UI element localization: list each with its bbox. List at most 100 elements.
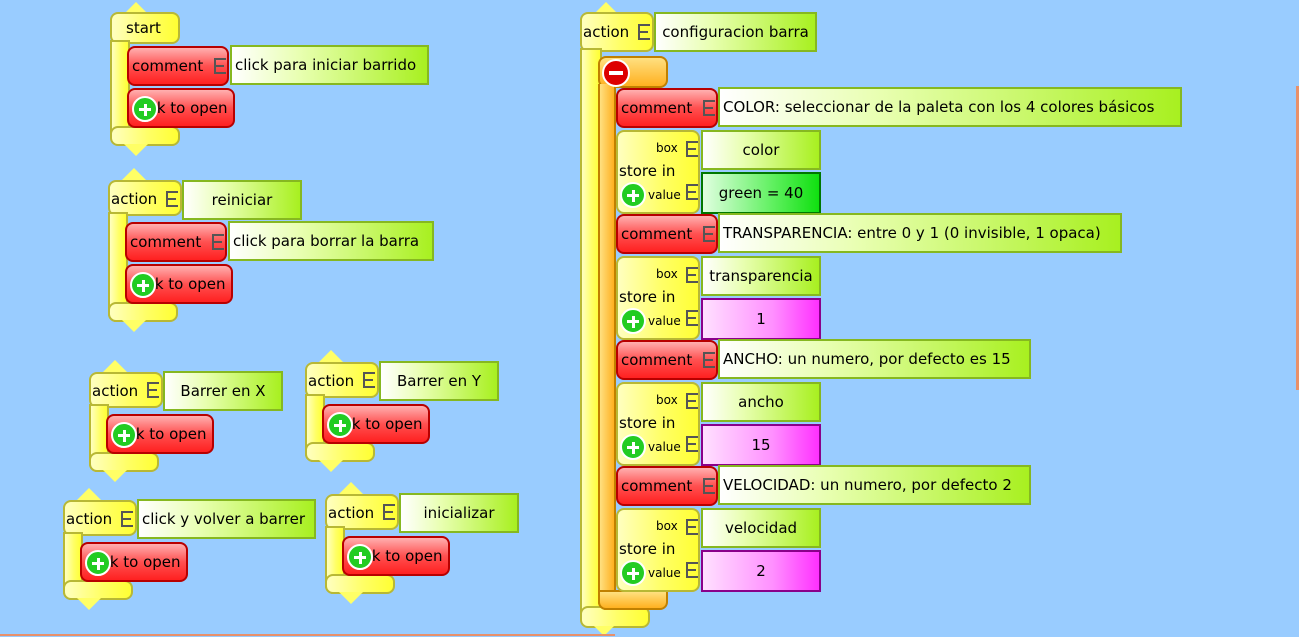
config-comment-1-text[interactable]: COLOR: seleccionar de la paleta con los … (718, 87, 1182, 127)
box-label: box (656, 519, 678, 533)
expand-plus-icon[interactable] (111, 422, 137, 448)
value-connector (686, 562, 698, 578)
box-name-color[interactable]: color (701, 130, 821, 170)
box-label: box (656, 393, 678, 407)
value-label: value (648, 188, 681, 202)
barrer-x-notch-top (103, 360, 127, 372)
expand-plus-icon[interactable] (620, 434, 646, 460)
box-name-transparencia[interactable]: transparencia (701, 256, 821, 296)
barrer-y-footer (305, 442, 375, 462)
start-comment-block[interactable]: comment (127, 46, 229, 86)
box-connector (686, 519, 698, 535)
config-name-connector (638, 24, 650, 40)
value-label: value (648, 566, 681, 580)
canvas-right-edge (1296, 86, 1299, 390)
config-header[interactable] (580, 12, 654, 52)
expand-plus-icon[interactable] (85, 550, 111, 576)
config-comment-2[interactable]: comment (616, 214, 718, 254)
box-connector (686, 141, 698, 157)
barrer-y-action-label: action (308, 372, 355, 390)
volver-footer (63, 580, 133, 600)
inicializar-name-connector (383, 504, 395, 520)
comment-connector (703, 100, 715, 116)
volver-notch-bottom (77, 598, 101, 610)
comment-label: comment (621, 99, 693, 117)
volver-action-label: action (66, 510, 113, 528)
comment-connector (703, 478, 715, 494)
start-comment-connector (214, 58, 226, 74)
start-comment-text[interactable]: click para iniciar barrido (230, 45, 429, 85)
reiniciar-action-label: action (111, 190, 158, 208)
expand-plus-icon[interactable] (620, 182, 646, 208)
inicializar-footer (325, 574, 395, 594)
volver-name[interactable]: click y volver a barrer (137, 499, 316, 539)
config-name[interactable]: configuracion barra (654, 12, 817, 52)
comment-connector (703, 226, 715, 242)
config-comment-4[interactable]: comment (616, 466, 718, 506)
sandwich-spine (598, 84, 616, 610)
box-name-ancho[interactable]: ancho (701, 382, 821, 422)
start-header[interactable] (110, 12, 180, 44)
comment-label: comment (621, 225, 693, 243)
barrer-x-footer (89, 452, 159, 472)
config-comment-3[interactable]: comment (616, 340, 718, 380)
inicializar-header[interactable] (325, 494, 399, 530)
reiniciar-notch-bottom (122, 320, 146, 332)
store-in-label: store in (619, 540, 676, 558)
reiniciar-name-connector (166, 191, 178, 207)
start-footer (110, 126, 180, 146)
sandwich-footer (598, 590, 668, 610)
barrer-y-name-connector (363, 372, 375, 388)
value-color[interactable]: green = 40 (701, 172, 821, 214)
barrer-y-notch-top (319, 350, 343, 362)
value-label: value (648, 314, 681, 328)
expand-plus-icon[interactable] (620, 308, 646, 334)
inicializar-notch-top (339, 482, 363, 494)
start-notch-top (124, 2, 148, 14)
reiniciar-comment-text[interactable]: click para borrar la barra (228, 221, 434, 261)
reiniciar-comment-connector (212, 234, 224, 250)
barrer-x-action-label: action (92, 382, 139, 400)
inicializar-name[interactable]: inicializar (399, 493, 519, 533)
collapse-minus-icon[interactable] (602, 59, 630, 87)
reiniciar-name[interactable]: reiniciar (182, 180, 302, 220)
config-comment-4-text[interactable]: VELOCIDAD: un numero, por defecto 2 (718, 465, 1031, 505)
inicializar-notch-bottom (339, 592, 363, 604)
barrer-x-notch-bottom (103, 470, 127, 482)
box-connector (686, 393, 698, 409)
comment-label: comment (621, 351, 693, 369)
reiniciar-footer (108, 302, 178, 322)
barrer-x-name[interactable]: Barrer en X (163, 371, 283, 411)
config-comment-3-text[interactable]: ANCHO: un numero, por defecto es 15 (718, 339, 1031, 379)
expand-plus-icon[interactable] (132, 96, 158, 122)
expand-plus-icon[interactable] (130, 272, 156, 298)
barrer-y-notch-bottom (319, 460, 343, 472)
value-transparencia[interactable]: 1 (701, 298, 821, 340)
value-connector (686, 436, 698, 452)
value-connector (686, 184, 698, 200)
config-comment-1[interactable]: comment (616, 88, 718, 128)
volver-name-connector (121, 511, 133, 527)
reiniciar-notch-top (122, 168, 146, 180)
comment-connector (703, 352, 715, 368)
config-comment-2-text[interactable]: TRANSPARENCIA: entre 0 y 1 (0 invisible,… (718, 213, 1122, 253)
barrer-y-name[interactable]: Barrer en Y (379, 361, 499, 401)
start-label: start (126, 19, 161, 37)
volver-notch-top (77, 488, 101, 500)
value-velocidad[interactable]: 2 (701, 550, 821, 592)
expand-plus-icon[interactable] (327, 412, 353, 438)
box-connector (686, 267, 698, 283)
value-connector (686, 310, 698, 326)
config-action-label: action (583, 23, 630, 41)
start-comment-label: comment (132, 57, 204, 75)
expand-plus-icon[interactable] (620, 560, 646, 586)
box-label: box (656, 267, 678, 281)
expand-plus-icon[interactable] (347, 544, 373, 570)
barrer-x-name-connector (147, 382, 159, 398)
box-name-velocidad[interactable]: velocidad (701, 508, 821, 548)
store-in-label: store in (619, 414, 676, 432)
canvas-bottom-edge (0, 634, 615, 636)
value-ancho[interactable]: 15 (701, 424, 821, 466)
reiniciar-comment-block[interactable]: comment (125, 222, 227, 262)
start-notch-bottom (124, 144, 148, 156)
